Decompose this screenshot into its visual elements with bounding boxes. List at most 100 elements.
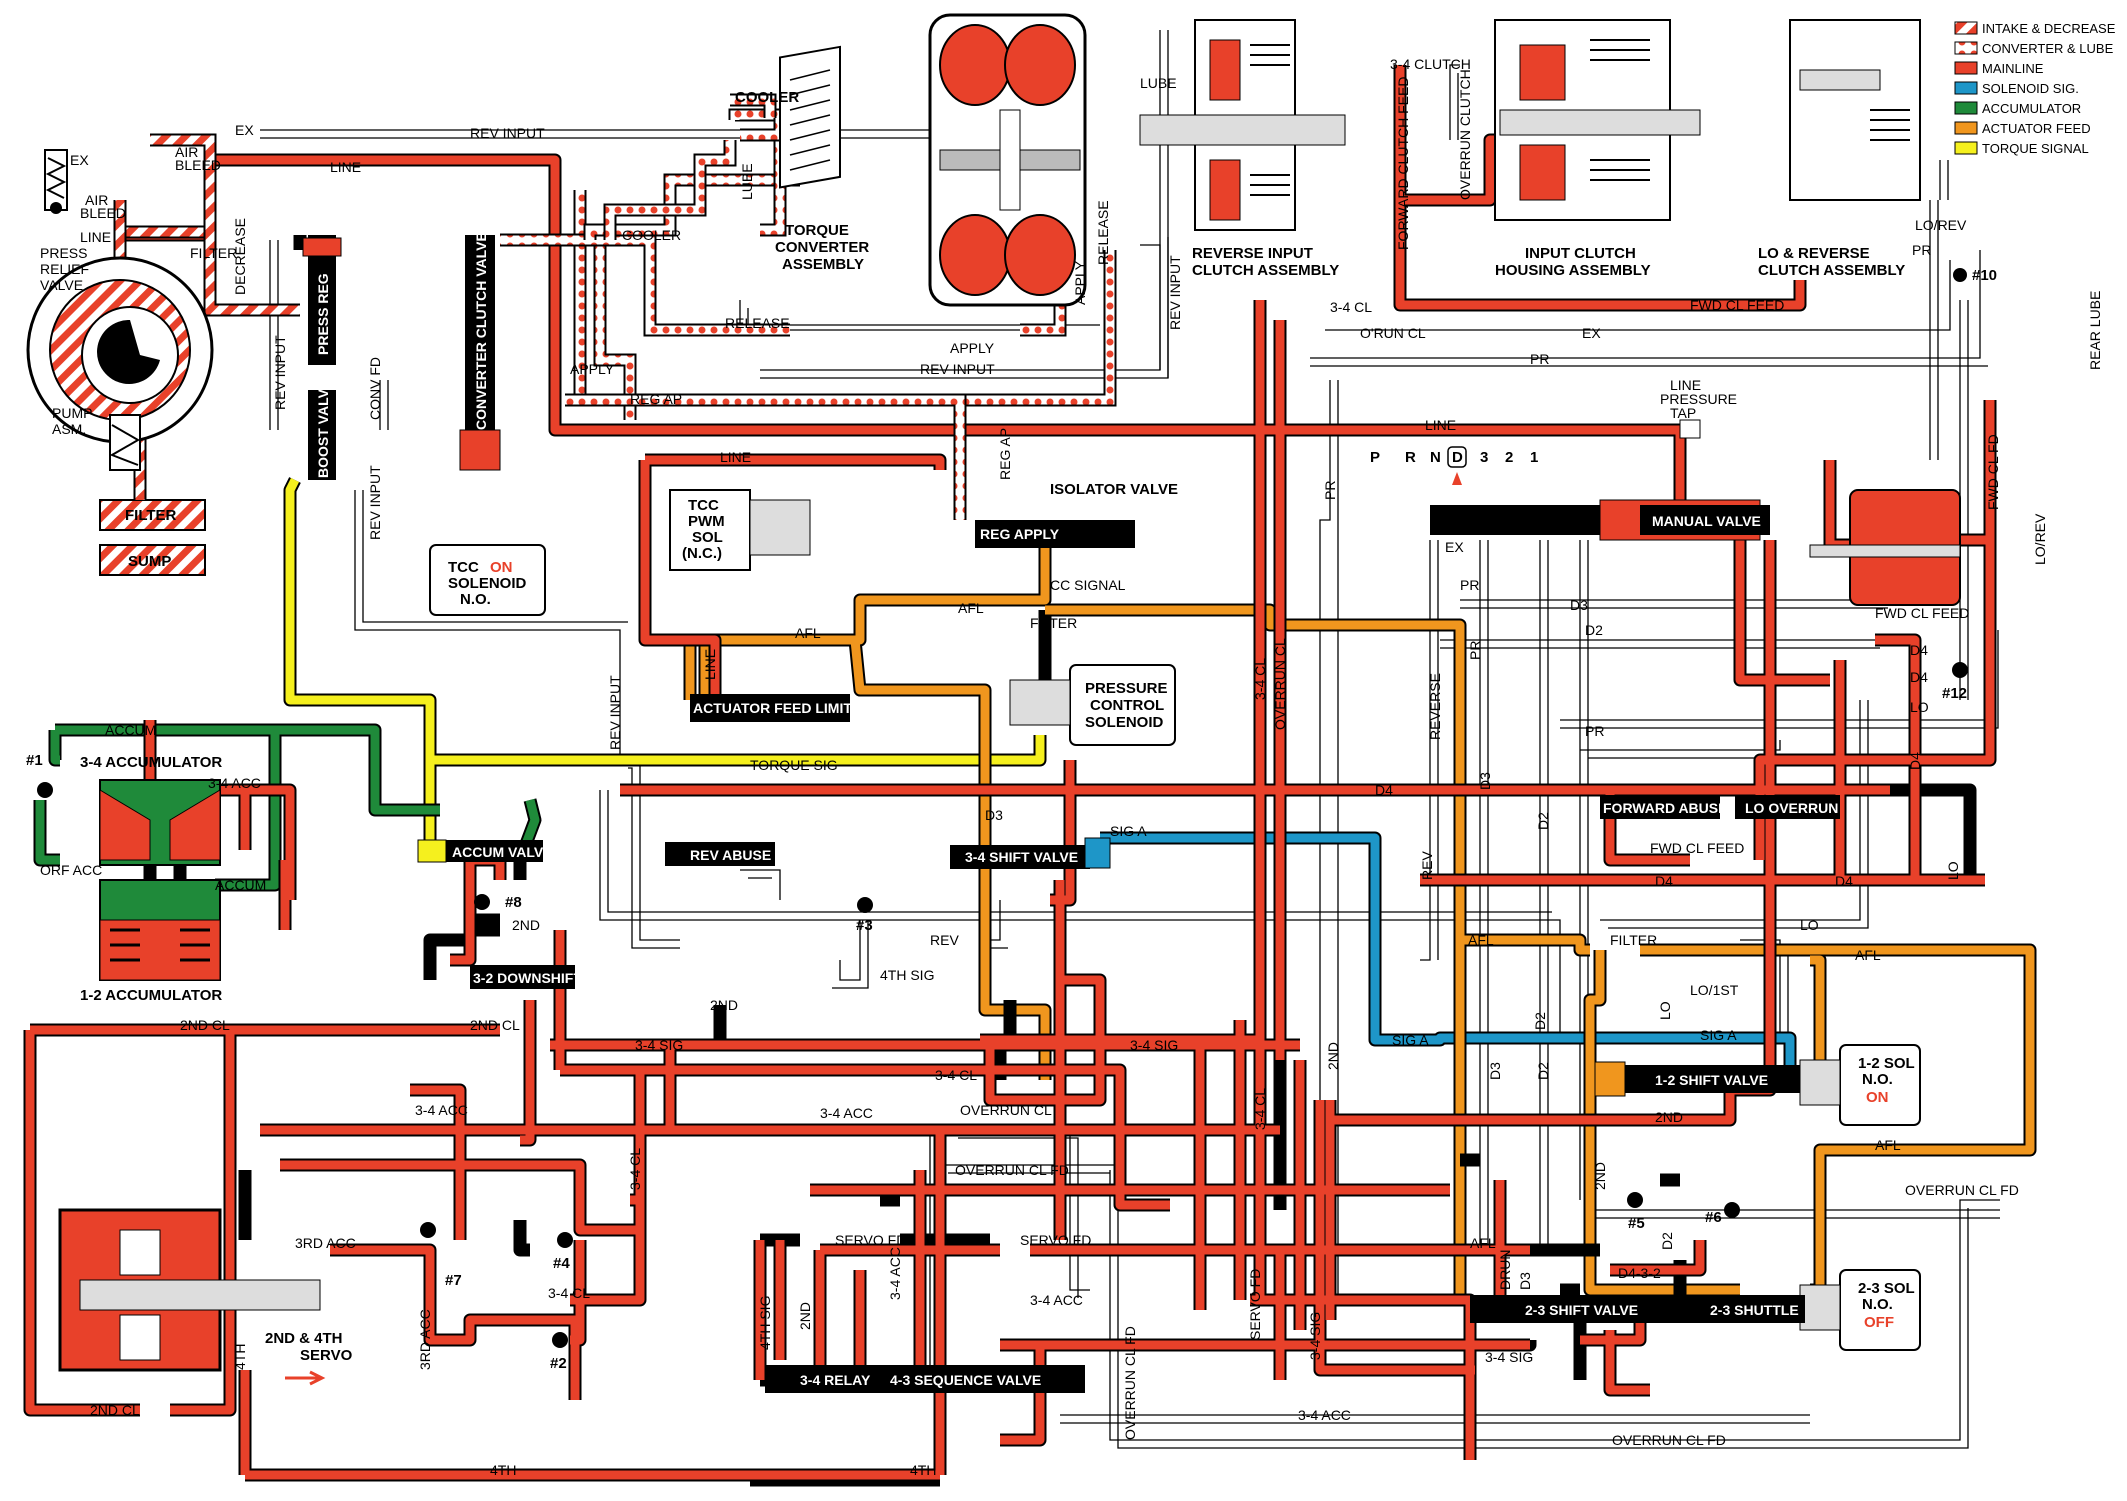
label-servo-fd: SERVO FD [1020, 1232, 1091, 1248]
input-clutch-label: INPUT CLUTCH [1525, 245, 1636, 262]
gear-3: 3 [1480, 449, 1488, 466]
pump-label: ASM. [52, 421, 86, 437]
rev-abuse-label: REV ABUSE [690, 847, 771, 863]
legend-label: MAINLINE [1982, 61, 2044, 76]
label-4th: 4TH [910, 1462, 936, 1478]
label-3-4-sig: 3-4 SIG [1130, 1037, 1178, 1053]
tcc-pwm-label: (N.C.) [682, 545, 722, 562]
label-d2: D2 [1535, 1062, 1551, 1080]
label-cc-signal: CC SIGNAL [1050, 577, 1126, 593]
downshift-32-label: 3-2 DOWNSHIFT [473, 970, 582, 986]
lo-reverse-label: CLUTCH ASSEMBLY [1758, 262, 1905, 279]
shift-23-label: 2-3 SHIFT VALVE [1525, 1302, 1638, 1318]
accum-valve-label: ACCUM VALVE [452, 844, 553, 860]
reverse-input-label: CLUTCH ASSEMBLY [1192, 262, 1339, 279]
label-line: LINE [720, 449, 751, 465]
label-rev-input: REV INPUT [607, 675, 623, 750]
label-reverse: REVERSE [1427, 673, 1443, 740]
line-pressure-tap: LINE PRESSURE TAP [1660, 377, 1737, 439]
label-2nd: 2ND [1592, 1162, 1608, 1190]
press-reg-label: PRESS REG [315, 273, 331, 355]
checkball-12 [1952, 662, 1968, 678]
boost-valve: BOOST VALVE [308, 380, 336, 480]
label-servo-fd: SERVO FD [1247, 1269, 1263, 1340]
label-2nd: 2ND [710, 997, 738, 1013]
forward-abuse-label: FORWARD ABUSE [1603, 800, 1727, 816]
actuator-feed-label: ACTUATOR FEED LIMIT [693, 700, 852, 716]
sequence-43-valve: 4-3 SEQUENCE VALVE [875, 1365, 1085, 1393]
isolator-label: ISOLATOR VALVE [1050, 481, 1178, 498]
label-2nd: 2ND [1655, 1109, 1683, 1125]
label-apply: APPLY [950, 340, 995, 356]
label-rev-input: REV INPUT [1167, 255, 1183, 330]
label-4th-sig: 4TH SIG [757, 1296, 773, 1350]
label-d3: D3 [985, 807, 1003, 823]
checkball-label: #6 [1705, 1209, 1722, 1226]
gear-2: 2 [1505, 449, 1513, 466]
forward-abuse-valve: FORWARD ABUSE [1600, 795, 1727, 819]
label-air-bleed: BLEED [80, 205, 126, 221]
legend-label: ACTUATOR FEED [1982, 121, 2091, 136]
tcc-solenoid-label: N.O. [460, 591, 491, 608]
label-3-4-sig: 3-4 SIG [1485, 1349, 1533, 1365]
legend-label: SOLENOID SIG. [1982, 81, 2079, 96]
label-d4: D4 [1907, 752, 1923, 770]
label-ex: EX [1445, 539, 1464, 555]
label-rev-input: REV INPUT [920, 361, 995, 377]
label-orun-cl: O'RUN CL [1360, 325, 1426, 341]
label-rear-lube: REAR LUBE [2087, 291, 2103, 370]
label-overrun-cl-fd: OVERRUN CL FD [1905, 1182, 2019, 1198]
sump-box [99, 544, 206, 576]
label-afl: AFL [1468, 932, 1494, 948]
label-overrun-cl: OVERRUN CL [960, 1102, 1052, 1118]
input-clutch-label: HOUSING ASSEMBLY [1495, 262, 1651, 279]
sump-label: SUMP [128, 553, 171, 570]
label-2nd: 2ND [1325, 1042, 1341, 1070]
legend-swatch-converter [1954, 41, 1978, 55]
tcc-solenoid-label: TCC [448, 559, 479, 576]
label-d2: D2 [1535, 812, 1551, 830]
label-sig-a: SIG A [1110, 823, 1147, 839]
label-rev-input: REV INPUT [470, 125, 545, 141]
label-2nd-cl: 2ND CL [90, 1402, 140, 1418]
gear-d-frame [1447, 446, 1467, 468]
checkball-5 [1627, 1192, 1643, 1208]
label-cooler: COOLER [622, 227, 681, 243]
label-3-4-sig: 3-4 SIG [1307, 1312, 1323, 1360]
accum-34-assembly: 3-4 ACCUMULATOR [80, 754, 222, 866]
label-drun: DRUN [1497, 1250, 1513, 1290]
checkball-7 [420, 1222, 436, 1238]
sol23-label: N.O. [1862, 1296, 1893, 1313]
converter-clutch-valve: CONVERTER CLUTCH VALVE [459, 232, 501, 471]
accum-34-label: 3-4 ACCUMULATOR [80, 754, 222, 771]
label-overrun-cl-fd: OVERRUN CL FD [1122, 1326, 1138, 1440]
legend-swatch-accumulator [1954, 101, 1978, 115]
label-lo-rev: LO/REV [2032, 513, 2048, 565]
valves: PRESS REG BOOST VALVE CONVERTER CLUTCH V… [302, 232, 1840, 1393]
label-overrun-cl-fd: OVERRUN CL FD [955, 1162, 1069, 1178]
legend-label: INTAKE & DECREASE [1982, 21, 2116, 36]
label-lube: LUBE [739, 163, 755, 200]
label-rev: REV [930, 932, 959, 948]
label-fwd-cl-feed: FWD CL FEED [1690, 297, 1784, 313]
label-ex: EX [235, 122, 254, 138]
label-3-4-acc: 3-4 ACC [415, 1102, 468, 1118]
label-lo: LO [1910, 699, 1929, 715]
pump-label: PUMP [52, 405, 92, 421]
label-3rd-acc: 3RD ACC [417, 1309, 433, 1370]
label-3-4-acc: 3-4 ACC [820, 1105, 873, 1121]
tcc-pwm-label: TCC [688, 497, 719, 514]
label-2nd-cl: 2ND CL [470, 1017, 520, 1033]
label-d3: D3 [1570, 597, 1588, 613]
converter-lube-passages [500, 93, 1117, 520]
label-d4: D4 [1910, 642, 1928, 658]
shift-12-valve: 1-2 SHIFT VALVE [1594, 1061, 1800, 1097]
gear-1: 1 [1530, 449, 1538, 466]
label-sig-a: SIG A [1392, 1032, 1429, 1048]
accum-12-label: 1-2 ACCUMULATOR [80, 987, 222, 1004]
solenoid-12: 1-2 SOL N.O. ON [1799, 1044, 1921, 1126]
label-3-4-acc: 3-4 ACC [1030, 1292, 1083, 1308]
label-overrun-cl: OVERRUN CL [1272, 638, 1288, 730]
label-afl: AFL [958, 600, 984, 616]
label-release: RELEASE [725, 315, 790, 331]
